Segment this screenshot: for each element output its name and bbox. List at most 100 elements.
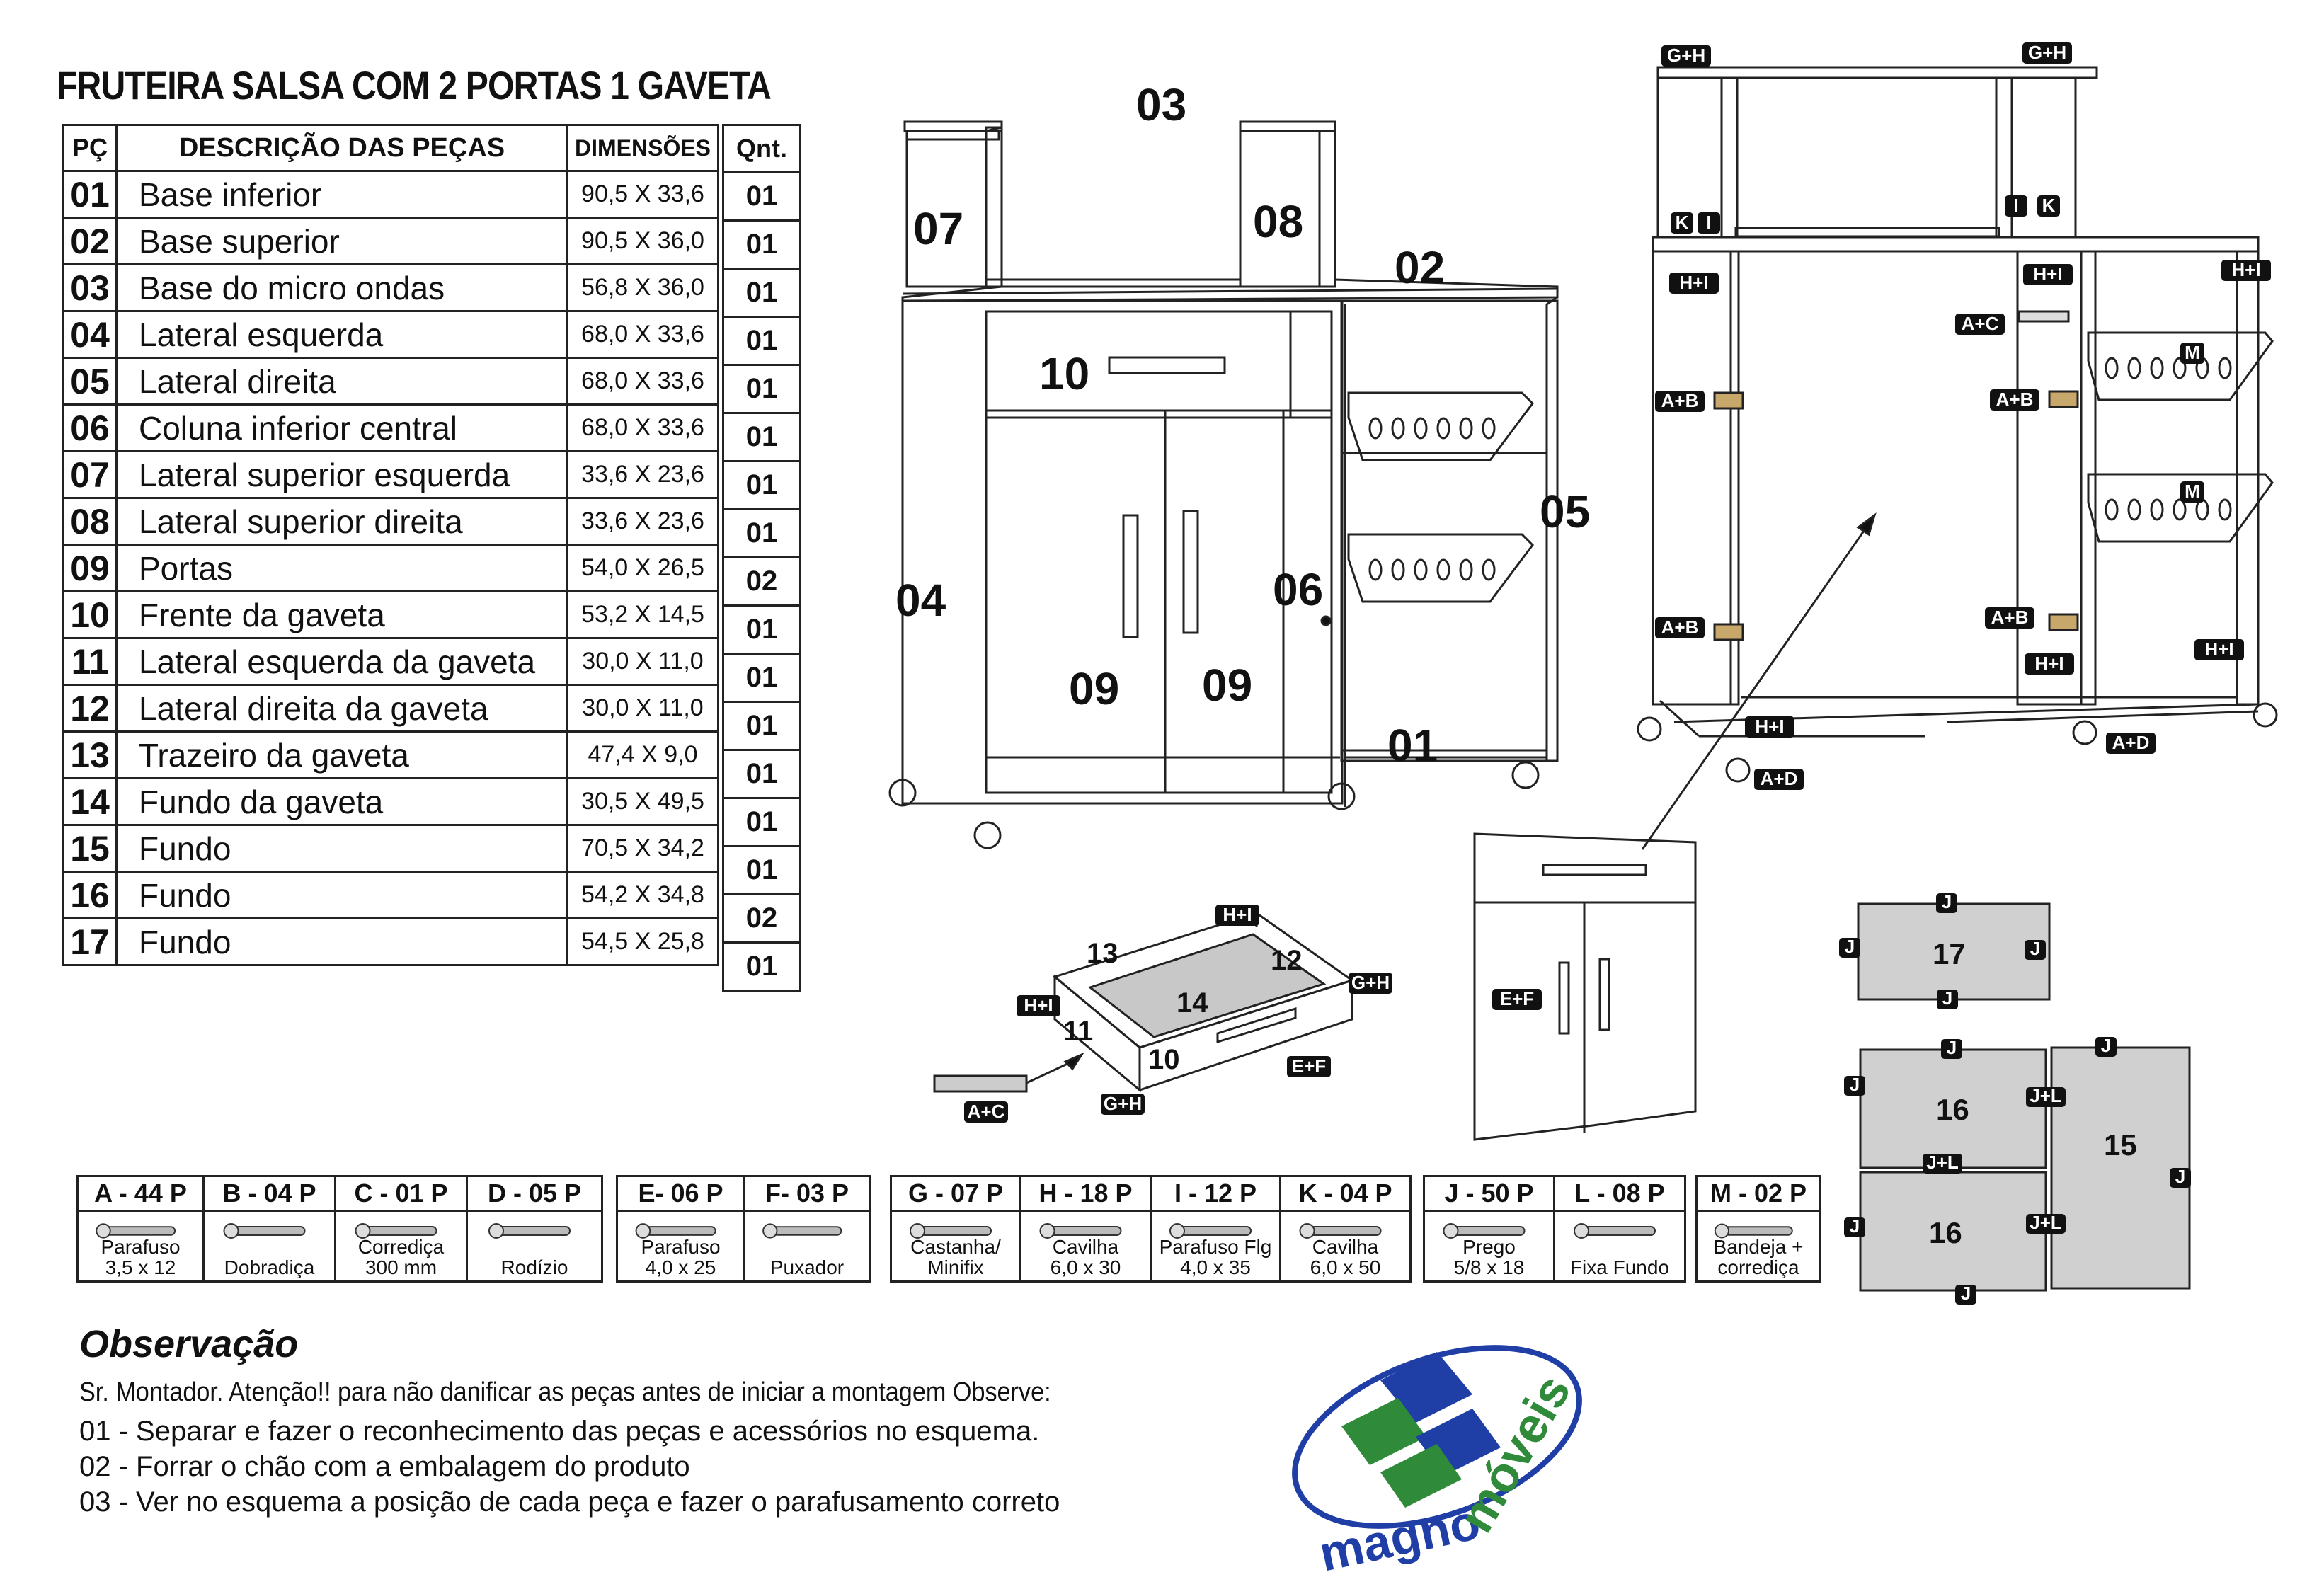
hardware-item: I - 12 P Parafuso Flg 4,0 x 35 xyxy=(1152,1177,1281,1280)
piece-label-p09b: 09 xyxy=(1202,660,1252,711)
part-dimensions: 90,5 X 33,6 xyxy=(566,170,719,219)
part-number: 08 xyxy=(62,497,118,546)
part-quantity: 01 xyxy=(722,845,801,895)
hardware-label: Parafuso Flg 4,0 x 35 xyxy=(1159,1236,1272,1278)
part-description: Base inferior xyxy=(115,170,568,219)
svg-text:J: J xyxy=(1947,1037,1957,1058)
minifix-icon xyxy=(892,1214,1019,1248)
back-panel-tag: J xyxy=(1839,936,1860,958)
slide-rail-icon xyxy=(336,1214,466,1248)
part-description: Lateral superior direita xyxy=(115,497,568,546)
svg-text:H+I: H+I xyxy=(1223,904,1252,925)
svg-text:E+F: E+F xyxy=(1292,1055,1326,1077)
part-quantity: 01 xyxy=(722,316,801,366)
nail-icon xyxy=(1425,1214,1553,1248)
svg-text:H+I: H+I xyxy=(1024,994,1053,1016)
header-quantity: Qnt. xyxy=(722,124,801,173)
front-view-cabinet xyxy=(888,120,2232,849)
piece-label-d10: 10 xyxy=(1148,1044,1180,1075)
exploded-view-cabinet xyxy=(1637,66,2278,850)
assembly-tag: E+F xyxy=(1492,988,1542,1010)
part-quantity: 01 xyxy=(722,604,801,655)
observation-intro: Sr. Montador. Atenção!! para não danific… xyxy=(79,1377,1051,1407)
svg-text:J: J xyxy=(2030,938,2040,959)
svg-text:K: K xyxy=(1676,212,1689,233)
svg-text:A+B: A+B xyxy=(1991,607,2029,628)
part-dimensions: 47,4 X 9,0 xyxy=(566,730,719,779)
piece-label-p04: 04 xyxy=(895,575,946,626)
observation-item-1: 01 - Separar e fazer o reconhecimento da… xyxy=(79,1416,1040,1447)
svg-text:H+I: H+I xyxy=(2033,263,2062,285)
svg-text:J: J xyxy=(1942,987,1952,1009)
part-description: Base superior xyxy=(115,217,568,265)
back-panel-tag: J xyxy=(1941,1037,1962,1059)
part-quantity: 01 xyxy=(722,412,801,462)
part-description: Trazeiro da gaveta xyxy=(115,730,568,779)
brand-logo: magno móveis xyxy=(1292,1345,1582,1582)
svg-text:H+I: H+I xyxy=(1679,272,1708,293)
part-description: Frente da gaveta xyxy=(115,590,568,639)
back-panel-tag: J+L xyxy=(2026,1085,2066,1107)
screw-icon xyxy=(79,1214,202,1248)
back-panel-tag: J xyxy=(1844,1215,1865,1237)
piece-label-d14: 14 xyxy=(1177,987,1208,1019)
piece-label-d11: 11 xyxy=(1063,1016,1093,1047)
back-panel-tag: J xyxy=(1844,1074,1865,1096)
back-panel-tag: J+L xyxy=(1923,1152,1962,1174)
part-dimensions: 33,6 X 23,6 xyxy=(566,497,719,546)
door-panel-drawing xyxy=(1473,832,1697,1141)
hardware-code: L - 08 P xyxy=(1555,1177,1684,1212)
part-description: Lateral esquerda xyxy=(115,310,568,359)
part-quantity: 01 xyxy=(722,508,801,558)
piece-label-p05: 05 xyxy=(1540,486,1590,537)
part-number: 06 xyxy=(62,403,118,452)
screw-icon xyxy=(1152,1214,1279,1248)
assembly-tag: A+B xyxy=(1985,607,2034,629)
part-quantity: 01 xyxy=(722,941,801,992)
part-number: 03 xyxy=(62,263,118,312)
observation-title: Observação xyxy=(79,1323,299,1365)
svg-text:K: K xyxy=(2042,195,2056,216)
hardware-code: M - 02 P xyxy=(1698,1177,1819,1212)
part-number: 13 xyxy=(62,730,118,779)
back-panel-tag: J xyxy=(2170,1166,2191,1188)
part-quantity: 01 xyxy=(722,701,801,751)
part-number: 14 xyxy=(62,777,118,826)
assembly-tag: I xyxy=(2005,195,2027,217)
back-panel-tag: J xyxy=(1937,987,1958,1009)
part-description: Lateral esquerda da gaveta xyxy=(115,637,568,686)
part-quantity: 01 xyxy=(722,364,801,414)
svg-text:A+D: A+D xyxy=(1761,768,1798,789)
piece-label-b17: 17 xyxy=(1933,937,1966,970)
back-panels xyxy=(1857,902,2191,1292)
part-description: Portas xyxy=(115,544,568,592)
part-description: Base do micro ondas xyxy=(115,263,568,312)
hardware-code: J - 50 P xyxy=(1425,1177,1553,1212)
assembly-tag: A+B xyxy=(1655,390,1705,412)
hardware-code: G - 07 P xyxy=(892,1177,1019,1212)
svg-text:G+H: G+H xyxy=(2028,42,2066,63)
observation-item-3: 03 - Ver no esquema a posição de cada pe… xyxy=(79,1486,1060,1518)
assembly-tag: H+I xyxy=(1017,994,1060,1016)
svg-text:J: J xyxy=(1850,1215,1860,1237)
assembly-tag: H+I xyxy=(2023,263,2073,285)
hardware-code: I - 12 P xyxy=(1152,1177,1279,1212)
piece-label-p10: 10 xyxy=(1039,348,1089,399)
svg-text:J: J xyxy=(1961,1283,1971,1304)
svg-text:H+I: H+I xyxy=(1755,716,1784,737)
